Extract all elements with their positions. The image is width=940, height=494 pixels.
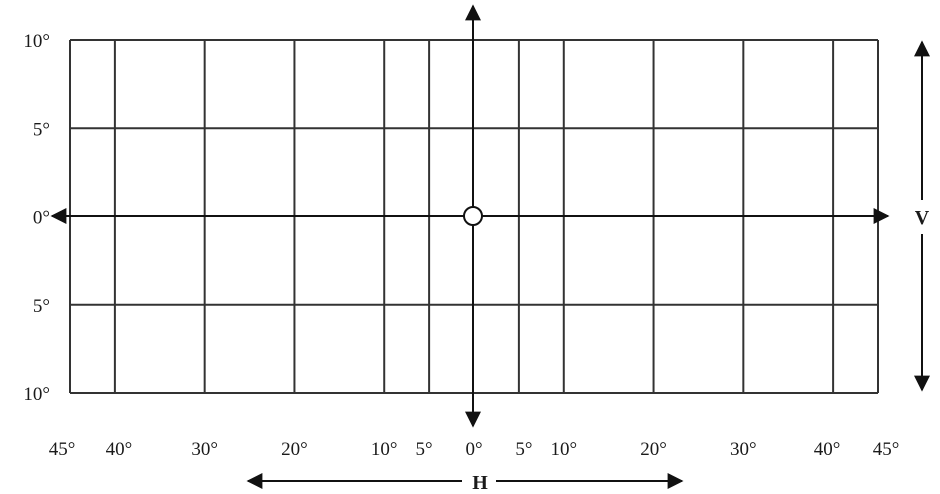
h-tick-label: 40° — [106, 439, 133, 460]
v-tick-label: 5° — [33, 296, 50, 317]
horizontal-tick-labels: 45° 40° 30° 20° 10° 5° 0° 5° 10° 20° 30° 40° 45° — [49, 439, 900, 460]
v-tick-label: 5° — [33, 119, 50, 140]
h-tick-label: 45° — [49, 439, 76, 460]
h-tick-label: 10° — [371, 439, 398, 460]
origin-circle — [463, 206, 483, 226]
h-tick-label: 0° — [465, 439, 482, 460]
v-tick-label: 10° — [23, 31, 50, 52]
h-tick-label: 45° — [873, 439, 900, 460]
v-axis-label: V — [915, 207, 930, 229]
v-tick-label: 10° — [23, 384, 50, 405]
h-axis-label: H — [472, 472, 488, 494]
h-tick-label: 5° — [515, 439, 532, 460]
h-tick-label: 10° — [550, 439, 577, 460]
h-tick-label: 20° — [640, 439, 667, 460]
h-tick-label: 40° — [814, 439, 841, 460]
h-tick-label: 5° — [416, 439, 433, 460]
h-tick-label: 30° — [730, 439, 757, 460]
h-tick-label: 30° — [191, 439, 218, 460]
v-tick-label: 0° — [33, 208, 50, 229]
vertical-tick-labels: 10° 5° 0° 5° 10° — [23, 31, 50, 405]
h-tick-label: 20° — [281, 439, 308, 460]
